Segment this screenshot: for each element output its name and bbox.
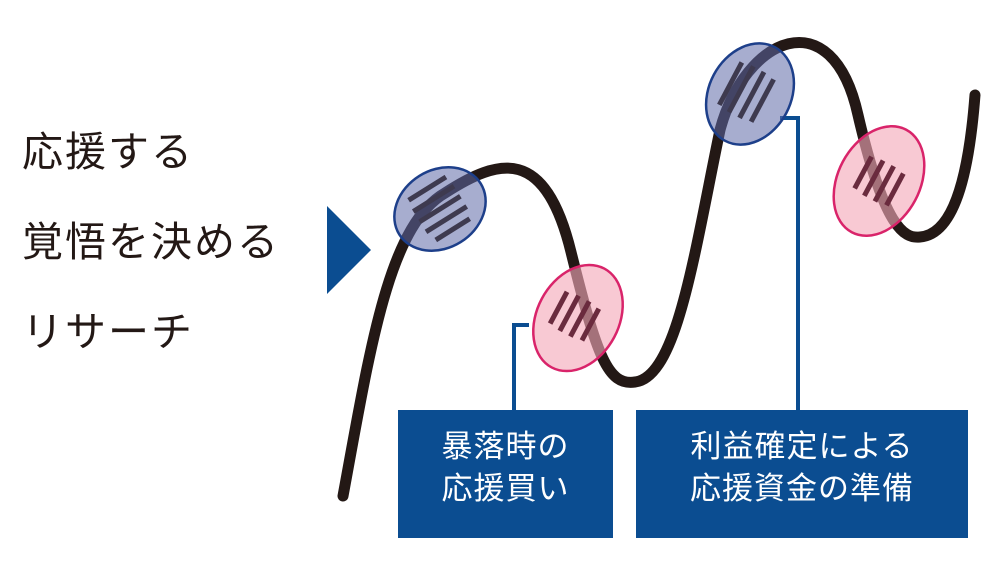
blue-ellipse-highlight-2: [704, 42, 796, 146]
blue-stripe: [424, 204, 469, 235]
pink-stripe: [862, 159, 886, 198]
pink-ellipse-highlight-2: [832, 125, 926, 237]
right-triangle-icon: [327, 206, 371, 294]
profit-taking-line-2: 応援資金の準備: [690, 470, 914, 507]
pink-stripe: [579, 307, 602, 342]
pink-ellipse-highlight-1: [532, 263, 624, 373]
blue-stripe: [434, 216, 472, 243]
blue-stripe: [418, 194, 462, 224]
blue-stripe: [717, 61, 745, 107]
pink-stripe: [547, 290, 570, 325]
blue-stripe: [748, 78, 776, 123]
right-connector-line: [780, 116, 800, 410]
blue-stripe: [737, 70, 767, 120]
crash-buy-line-2: 応援買い: [441, 470, 570, 507]
pink-stripe: [568, 300, 592, 338]
blue-stripe: [411, 183, 456, 214]
crash-buy-label-box: 暴落時の 応援買い: [398, 410, 613, 538]
pink-stripe: [852, 155, 874, 190]
profit-taking-line-1: 利益確定による: [690, 429, 914, 465]
caption-line-2: 覚悟を決める: [22, 218, 280, 266]
crash-buy-line-1: 暴落時の: [441, 429, 570, 465]
pink-stripe: [884, 172, 906, 207]
caption-line-3: リサーチ: [22, 308, 194, 356]
pink-stripe: [557, 294, 581, 333]
blue-ellipse-highlight-1: [393, 166, 487, 252]
left-connector-line: [512, 323, 529, 410]
profit-taking-label-box: 利益確定による 応援資金の準備: [636, 410, 968, 538]
blue-stripe: [407, 174, 448, 203]
caption-line-1: 応援する: [22, 128, 194, 176]
blue-stripe: [726, 65, 756, 114]
pink-stripe: [872, 164, 896, 203]
